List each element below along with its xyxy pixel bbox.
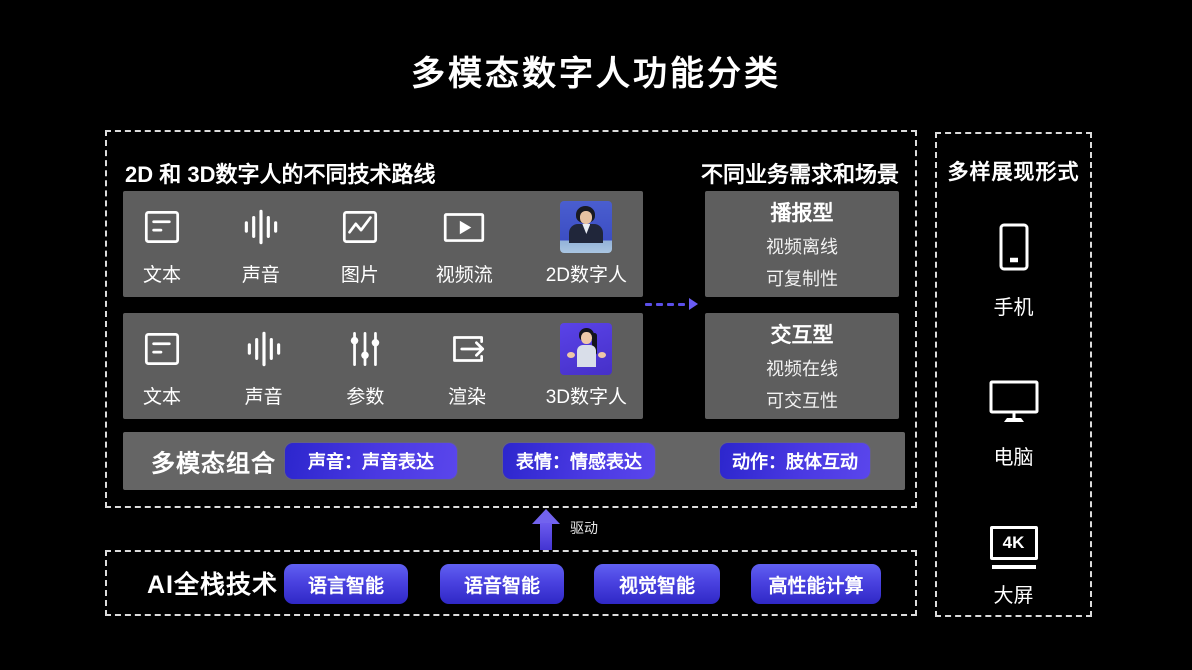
scenario-line: 视频离线 xyxy=(766,237,838,257)
sound-icon xyxy=(238,201,284,253)
drive-up-arrow-icon xyxy=(532,509,560,550)
flow-arrow-icon xyxy=(645,298,705,310)
tile-label: 图片 xyxy=(340,265,379,286)
btn-language-intelligence: 语言智能 xyxy=(284,564,408,604)
render-icon xyxy=(444,323,490,375)
btn-vision-intelligence: 视觉智能 xyxy=(594,564,720,604)
scenario-broadcast: 播报型 视频离线 可复制性 xyxy=(705,191,899,297)
tile-2d-digital-human: 2D数字人 xyxy=(546,201,627,287)
drive-arrow-label: 驱动 xyxy=(570,520,598,536)
tile-label: 2D数字人 xyxy=(545,265,627,286)
row-3d-pipeline: 文本 声音 参数 xyxy=(123,313,643,419)
tile-3d-digital-human: 3D数字人 xyxy=(546,323,627,409)
tile-label: 3D数字人 xyxy=(545,387,627,408)
ai-stack-label: AI全栈技术 xyxy=(147,571,279,599)
tile-sound: 声音 xyxy=(241,323,287,409)
sound-icon xyxy=(241,323,287,375)
display-forms-title: 多样展现形式 xyxy=(947,161,1080,184)
multimodal-row: 多模态组合 声音：声音表达 表情：情感表达 动作：肢体互动 xyxy=(123,432,905,490)
tile-text: 文本 xyxy=(139,201,185,287)
display-item-label: 手机 xyxy=(993,297,1034,319)
display-item-bigscreen: 4K 大屏 xyxy=(989,526,1038,608)
video-stream-icon xyxy=(440,201,488,253)
tile-label: 视频流 xyxy=(435,265,493,286)
right-header: 不同业务需求和场景 xyxy=(700,162,899,187)
tile-text: 文本 xyxy=(139,323,185,409)
2d-digital-human-avatar xyxy=(560,201,613,253)
tile-label: 声音 xyxy=(244,387,283,408)
scenario-line: 可交互性 xyxy=(766,391,838,411)
tile-sound: 声音 xyxy=(238,201,284,287)
tile-label: 渲染 xyxy=(448,387,487,408)
left-header: 2D 和 3D数字人的不同技术路线 xyxy=(125,162,436,187)
tile-parameters: 参数 xyxy=(342,323,388,409)
pill-body-interaction: 动作：肢体互动 xyxy=(720,443,870,479)
scenario-title: 交互型 xyxy=(770,324,834,347)
text-icon xyxy=(139,201,185,253)
display-item-pc: 电脑 xyxy=(987,378,1041,470)
tile-label: 声音 xyxy=(241,265,280,286)
main-panel: 2D 和 3D数字人的不同技术路线 不同业务需求和场景 文本 声音 xyxy=(105,130,917,508)
3d-digital-human-avatar xyxy=(560,323,613,375)
pill-voice-expression: 声音：声音表达 xyxy=(285,443,457,479)
tile-label: 文本 xyxy=(142,387,181,408)
parameters-icon xyxy=(342,323,388,375)
tile-video-stream: 视频流 xyxy=(436,201,493,287)
pill-emotion-expression: 表情：情感表达 xyxy=(503,443,655,479)
row-2d-pipeline: 文本 声音 图片 xyxy=(123,191,643,297)
display-item-phone: 手机 xyxy=(994,222,1034,320)
tile-label: 文本 xyxy=(142,265,181,286)
phone-icon xyxy=(994,222,1034,281)
page-title: 多模态数字人功能分类 xyxy=(411,55,781,93)
text-icon xyxy=(139,323,185,375)
badge-4k: 4K xyxy=(1002,533,1025,552)
image-icon xyxy=(337,201,383,253)
scenario-line: 视频在线 xyxy=(766,359,838,379)
tile-label: 参数 xyxy=(346,387,385,408)
multimodal-label: 多模态组合 xyxy=(151,450,276,478)
display-item-label: 大屏 xyxy=(993,585,1034,607)
monitor-icon xyxy=(987,378,1041,431)
tile-render: 渲染 xyxy=(444,323,490,409)
btn-speech-intelligence: 语音智能 xyxy=(440,564,564,604)
scenario-line: 可复制性 xyxy=(766,269,838,289)
tile-image: 图片 xyxy=(337,201,383,287)
display-forms-panel: 多样展现形式 手机 电脑 4K 大屏 xyxy=(935,132,1092,617)
scenario-title: 播报型 xyxy=(770,202,834,225)
ai-stack-panel: AI全栈技术 语言智能 语音智能 视觉智能 高性能计算 xyxy=(105,550,917,616)
scenario-interactive: 交互型 视频在线 可交互性 xyxy=(705,313,899,419)
display-item-label: 电脑 xyxy=(993,447,1034,469)
screen-4k-icon: 4K xyxy=(989,526,1038,569)
btn-hpc: 高性能计算 xyxy=(751,564,881,604)
